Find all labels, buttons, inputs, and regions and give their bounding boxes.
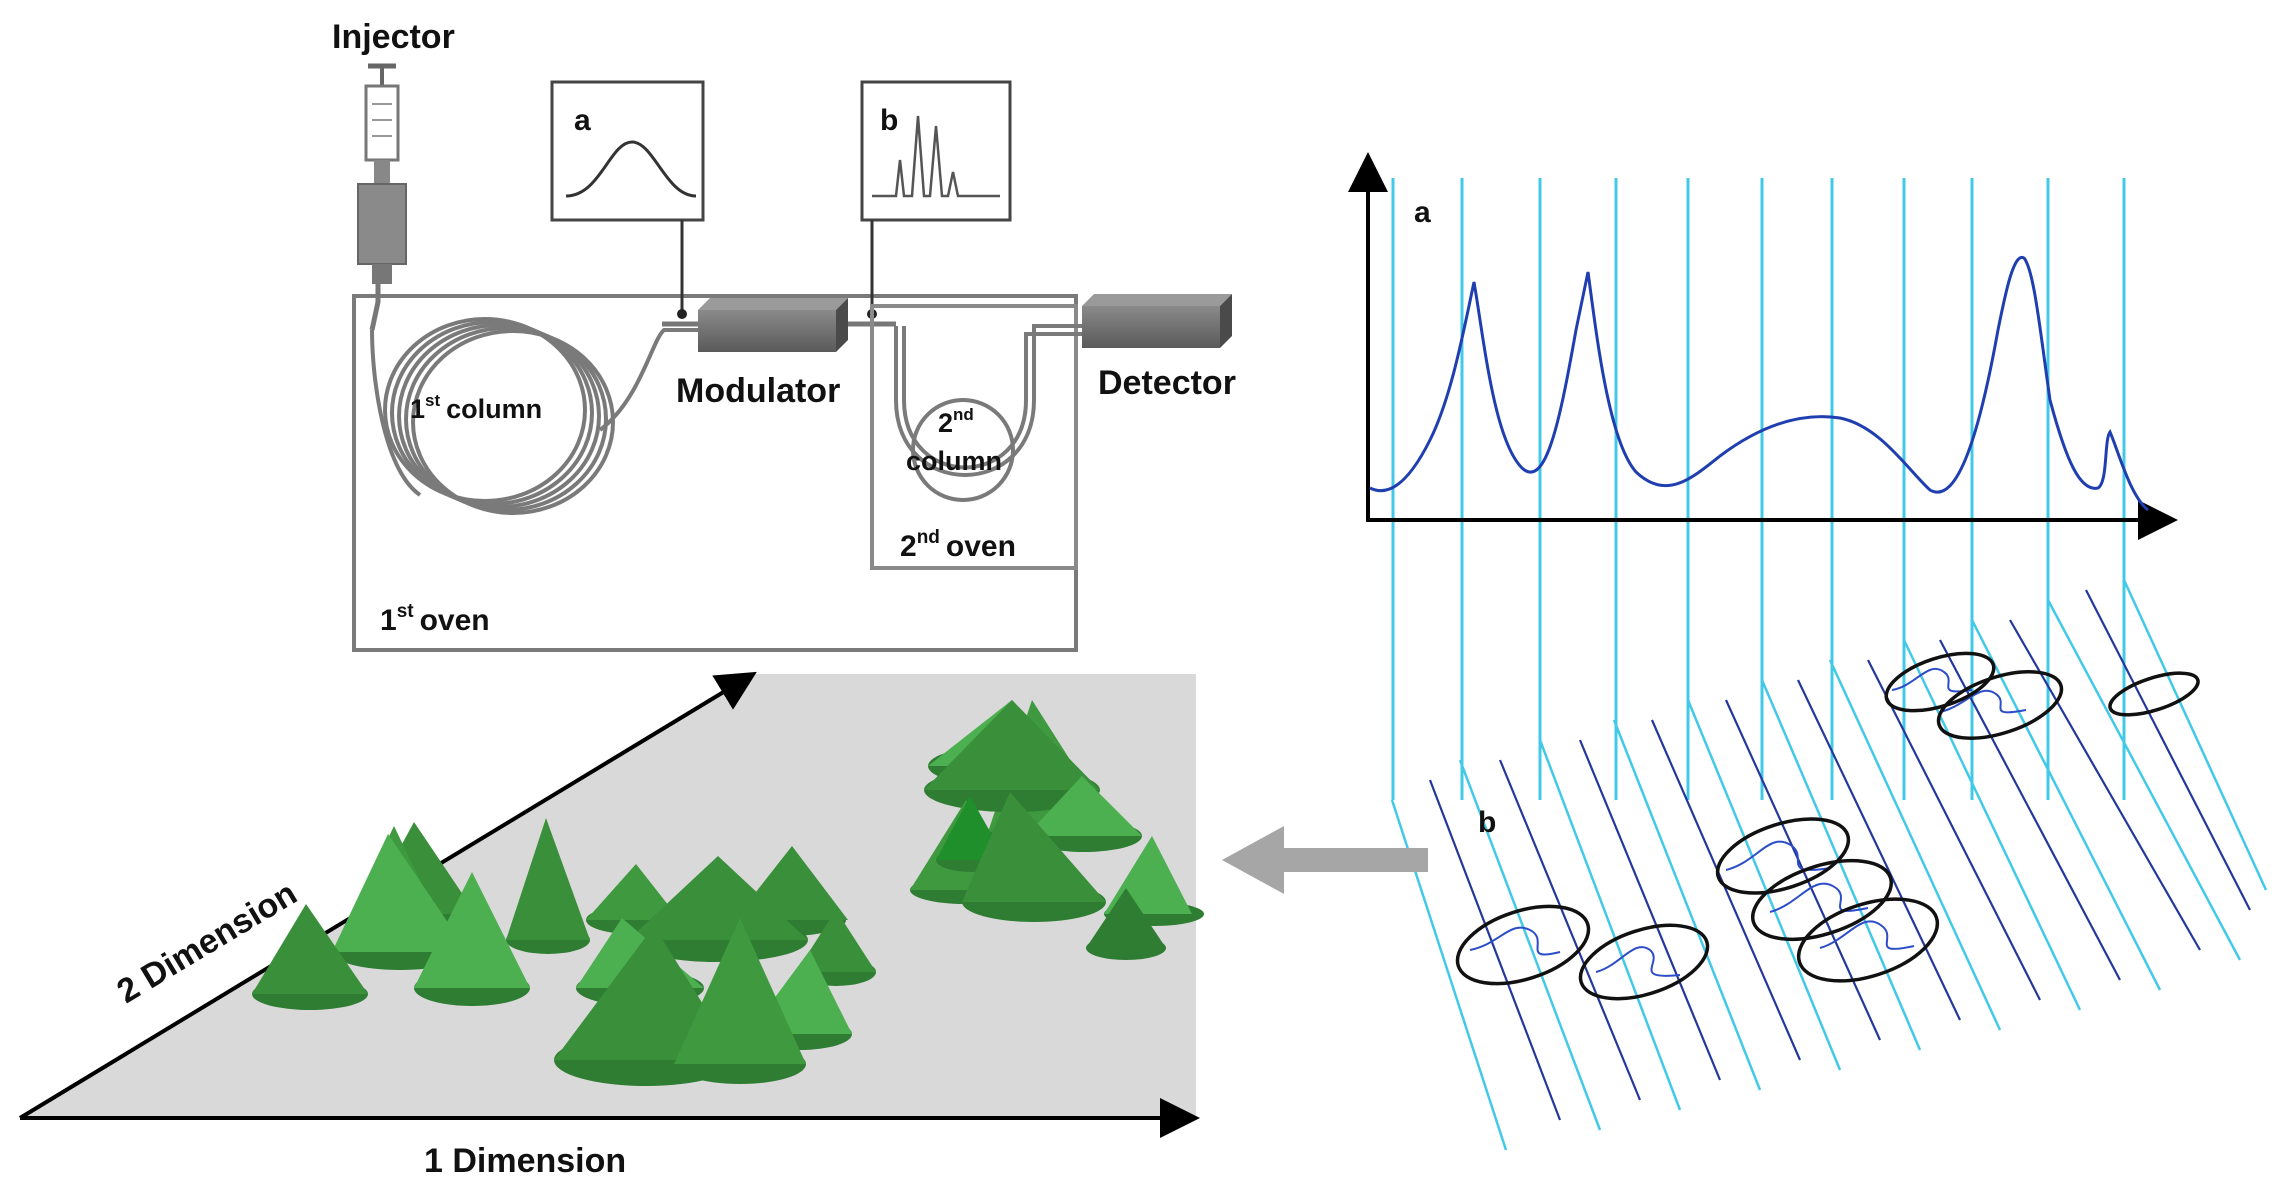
peak-cone-icon bbox=[1086, 888, 1166, 960]
modulated-slices bbox=[1390, 579, 2268, 1151]
panel-b-label: b bbox=[1478, 806, 1496, 839]
first-column-coil bbox=[370, 317, 700, 515]
contour-plot-3d: 1 Dimension 2 Dimension bbox=[18, 671, 1204, 1180]
inset-a-label: a bbox=[574, 104, 591, 137]
first-dimension-trace bbox=[1369, 255, 2149, 512]
second-column-number: 2nd bbox=[938, 405, 974, 438]
peak-cone-icon bbox=[252, 904, 368, 1010]
second-column-word: column bbox=[906, 446, 1002, 476]
detector-label: Detector bbox=[1098, 364, 1236, 402]
peak-cone-icon bbox=[674, 918, 806, 1084]
peak-cone-icon bbox=[506, 818, 590, 954]
inset-a-broad-peak bbox=[565, 140, 697, 198]
vertical-cut-lines bbox=[1391, 178, 2126, 800]
transform-arrow bbox=[1222, 826, 1428, 894]
peak-cone-icon bbox=[628, 856, 808, 962]
second-column-coil bbox=[894, 324, 1082, 502]
inset-b-label: b bbox=[880, 104, 898, 137]
chromatogram-panel: a bbox=[1348, 152, 2268, 1151]
inset-a-box bbox=[550, 80, 705, 222]
detector-block bbox=[1082, 294, 1232, 348]
second-oven-box bbox=[870, 304, 1078, 570]
first-dimension-label: 1 Dimension bbox=[424, 1142, 626, 1180]
inset-b-box bbox=[860, 80, 1012, 222]
peak-cone-icon bbox=[414, 872, 530, 1006]
peak-cone-icon bbox=[962, 792, 1106, 922]
panel-a-label: a bbox=[1414, 196, 1431, 229]
analyte-peaks bbox=[252, 700, 1204, 1086]
modulator-label: Modulator bbox=[676, 372, 840, 410]
modulator-block bbox=[698, 298, 848, 352]
injector-syringe-icon bbox=[357, 63, 407, 284]
inset-b-narrow-peaks bbox=[872, 115, 1000, 198]
injector-label: Injector bbox=[332, 18, 455, 56]
